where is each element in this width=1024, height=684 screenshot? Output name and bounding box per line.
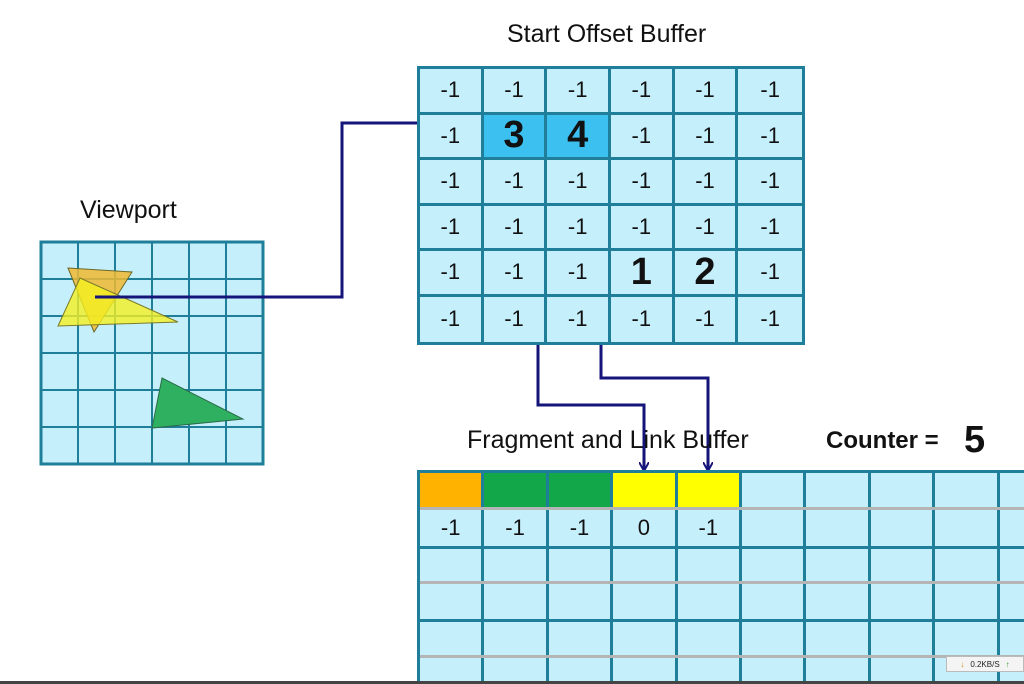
fragment-cell [677, 473, 739, 507]
buffer-column-line [610, 473, 614, 684]
fragment-cell [420, 473, 482, 507]
offset-cell: -1 [483, 251, 548, 297]
buffer-row-line [420, 619, 1024, 622]
offset-cell: -1 [483, 69, 548, 115]
offset-cell: -1 [611, 296, 675, 342]
offset-cell: -1 [674, 205, 739, 251]
offset-cell: -1 [611, 205, 675, 251]
buffer-row-line [420, 581, 1024, 584]
buffer-row-line [420, 546, 1024, 549]
offset-cell: -1 [738, 251, 802, 297]
offset-cell: 2 [674, 251, 739, 297]
offset-cell: -1 [420, 205, 484, 251]
viewport-title: Viewport [80, 196, 177, 224]
offset-cell: -1 [611, 160, 675, 206]
offset-cell: -1 [611, 114, 675, 160]
buffer-column-line [481, 473, 485, 684]
offset-cell: -1 [547, 160, 611, 206]
counter-label: Counter = [826, 427, 939, 454]
download-arrow-icon: ↓ [960, 659, 965, 669]
buffer-column-line [932, 473, 936, 684]
offset-cell: 4 [547, 114, 611, 160]
link-cell [935, 510, 996, 546]
offset-cell: -1 [738, 206, 802, 251]
fragment-cell [806, 473, 867, 507]
network-speed: 0.2KB/S [970, 659, 1000, 669]
offset-cell: -1 [483, 205, 548, 251]
offset-cell: -1 [420, 114, 484, 160]
fragment-cell [871, 473, 932, 507]
fragment-cell [742, 473, 803, 507]
buffer-column-line [803, 473, 807, 684]
bottom-edge [0, 681, 1024, 684]
start-offset-buffer-title: Start Offset Buffer [507, 20, 707, 48]
offset-cell: -1 [674, 69, 739, 115]
offset-cell: -1 [420, 251, 484, 297]
link-cell: -1 [698, 515, 719, 540]
offset-cell: -1 [738, 160, 802, 206]
buffer-row-line [420, 507, 1024, 510]
yellow-triangle [57, 277, 179, 327]
buffer-column-line [739, 473, 742, 684]
fragment-link-buffer-title: Fragment and Link Buffer [467, 426, 749, 454]
offset-cell: -1 [675, 296, 739, 342]
buffer-column-line [867, 473, 871, 684]
buffer-row-line [420, 655, 1024, 658]
offset-cell: -1 [483, 160, 548, 206]
buffer-column-line [996, 473, 1000, 684]
offset-cell: 3 [483, 114, 548, 160]
offset-cell: -1 [738, 115, 802, 160]
network-status: ↓ 0.2KB/S ↑ [946, 656, 1024, 672]
link-cell: -1 [505, 515, 525, 540]
offset-cell: -1 [547, 251, 611, 297]
offset-cell: -1 [760, 306, 780, 332]
offset-cell: -1 [547, 205, 611, 251]
link-cell [806, 510, 867, 546]
buffer-column-line [674, 473, 678, 684]
fragment-cell [484, 473, 546, 507]
link-cell [742, 510, 803, 546]
offset-cell: 1 [611, 251, 675, 297]
offset-cell: -1 [674, 114, 739, 160]
fragment-cell [935, 473, 996, 507]
offset-cell: -1 [738, 69, 802, 115]
green-triangle [151, 377, 245, 429]
link-cell: -1 [440, 515, 461, 540]
link-cell: -1 [569, 515, 590, 540]
link-cell: 0 [637, 515, 650, 540]
offset-cell: -1 [611, 69, 675, 115]
upload-arrow-icon: ↑ [1005, 659, 1010, 669]
offset-cell: -1 [420, 296, 484, 342]
counter-value: 5 [964, 419, 986, 461]
fragment-link-buffer: -1 -1 -1 0 -1 [417, 470, 1024, 684]
offset-cell: -1 [547, 296, 611, 342]
fragment-cell [548, 473, 611, 507]
offset-cell: -1 [420, 69, 484, 115]
fragment-cell [1000, 473, 1024, 507]
link-cell [871, 510, 932, 546]
link-cell [1000, 510, 1024, 546]
fragment-cell [613, 473, 675, 507]
offset-cell: -1 [547, 69, 611, 115]
offset-cell: -1 [420, 160, 484, 206]
offset-cell: -1 [674, 160, 739, 206]
buffer-column-line [545, 473, 549, 684]
offset-cell: -1 [484, 296, 548, 342]
